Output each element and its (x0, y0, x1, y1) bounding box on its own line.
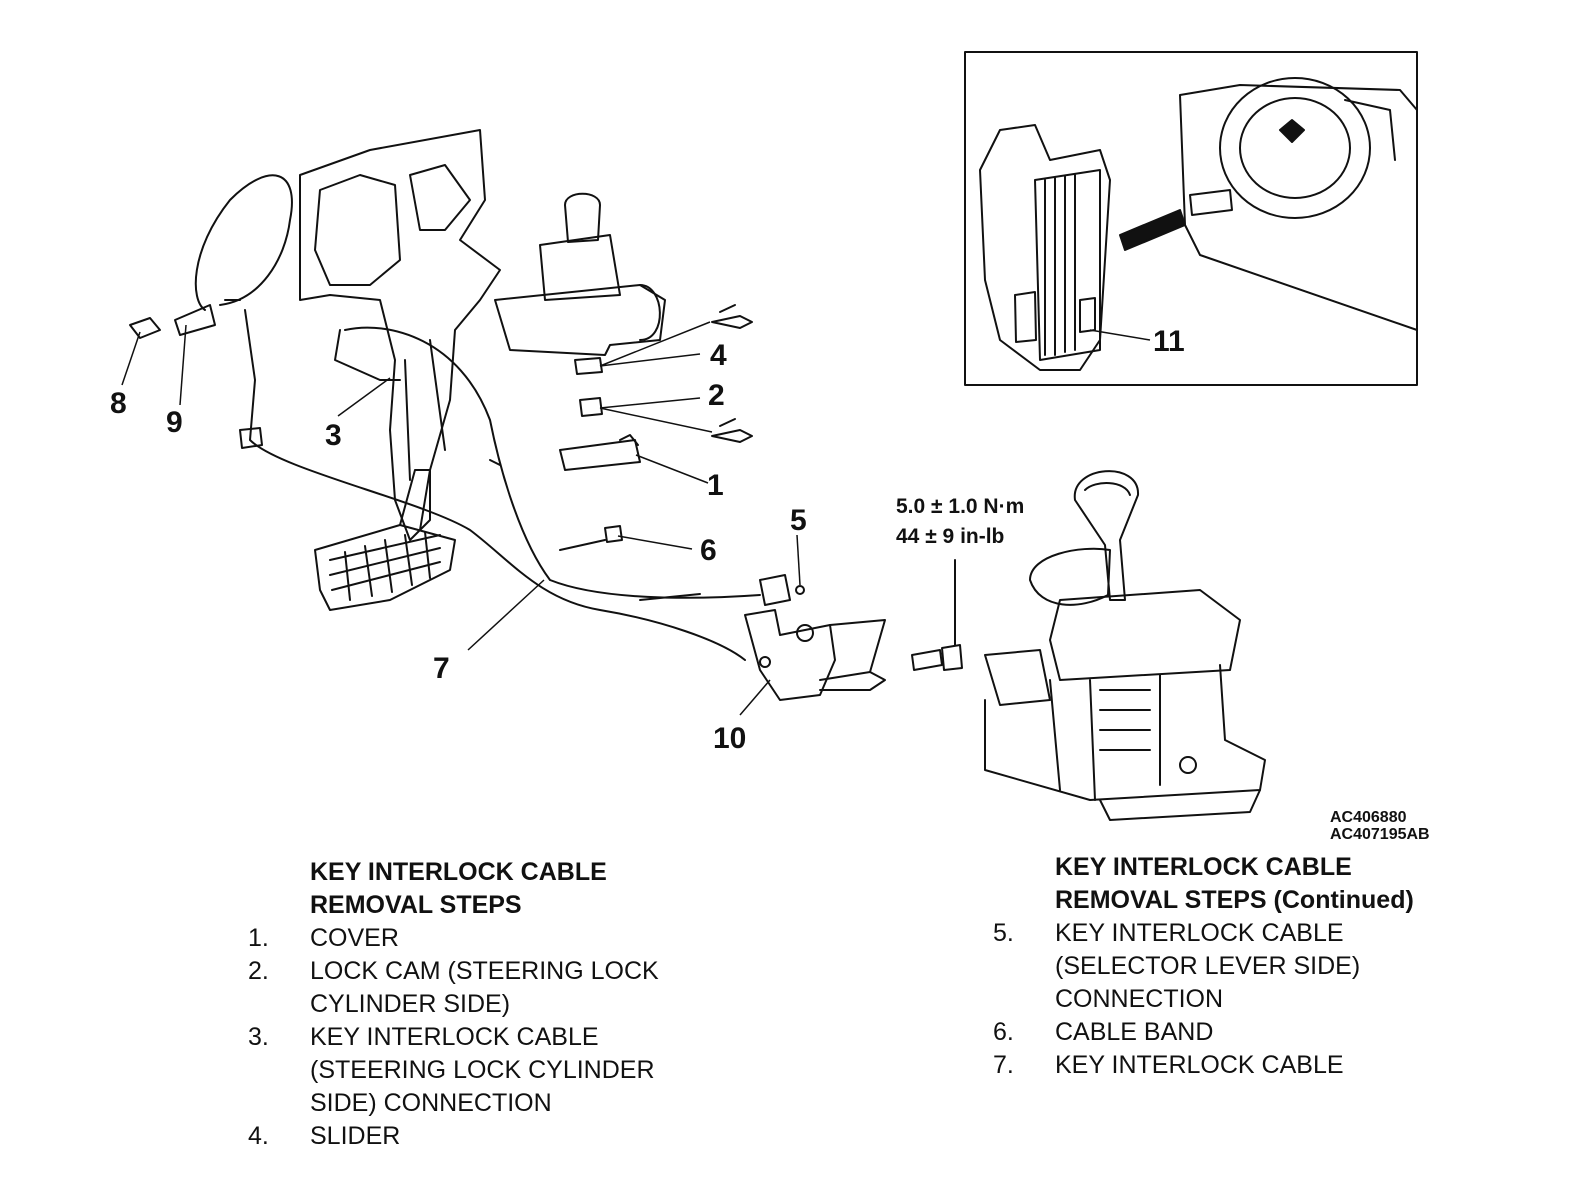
callout-9: 9 (166, 406, 183, 439)
right-steps-title-1: KEY INTERLOCK CABLE (1055, 853, 1352, 881)
part-1-cover (559, 434, 641, 471)
step-number: 2. (248, 957, 269, 985)
callout-5: 5 (790, 504, 807, 537)
part-4-slider (574, 357, 603, 375)
step-number: 1. (248, 924, 269, 952)
cable-7 (239, 309, 761, 661)
step-text: LOCK CAM (STEERING LOCK CYLINDER SIDE) (310, 957, 659, 1018)
list-item: 2. LOCK CAM (STEERING LOCK CYLINDER SIDE) (248, 955, 659, 1021)
callout-6: 6 (700, 534, 717, 567)
inset-pointer (1119, 209, 1186, 251)
grease-icon-2 (711, 418, 753, 443)
callout-2: 2 (708, 379, 725, 412)
step-number: 4. (248, 1122, 269, 1150)
step-number: 7. (993, 1051, 1014, 1079)
callout-1: 1 (707, 469, 724, 502)
callout-11: 11 (1153, 325, 1185, 358)
part-5-connector (759, 574, 805, 606)
right-steps-list: KEY INTERLOCK CABLE REMOVAL STEPS (Conti… (993, 851, 1414, 1082)
callout-7: 7 (433, 652, 450, 685)
grease-icon-1 (711, 304, 753, 329)
step-text: KEY INTERLOCK CABLE (SELECTOR LEVER SIDE… (1055, 919, 1361, 1013)
list-item: 4. SLIDER (248, 1120, 659, 1153)
step-number: 6. (993, 1018, 1014, 1046)
bolt (911, 559, 963, 671)
brake-pedal (314, 469, 456, 611)
step-number: 3. (248, 1023, 269, 1051)
list-item: 1. COVER (248, 922, 659, 955)
callout-8: 8 (110, 387, 127, 420)
part-2-lock-cam (579, 397, 603, 417)
callout-10: 10 (713, 722, 746, 755)
figure-code-1: AC406880 (1330, 809, 1407, 826)
part-10-lock-cam-bracket (744, 609, 886, 701)
figure-code-2: AC407195AB (1330, 826, 1430, 843)
step-text: CABLE BAND (1055, 1018, 1214, 1046)
pedal-bracket (299, 129, 501, 541)
callout-3: 3 (325, 419, 342, 452)
callout-4: 4 (710, 339, 727, 372)
step-text: KEY INTERLOCK CABLE (1055, 1051, 1344, 1079)
left-steps-title-2: REMOVAL STEPS (310, 891, 522, 919)
ecu-module (979, 124, 1111, 371)
steering-wheel-view (1179, 77, 1418, 331)
selector-lever-assembly (984, 470, 1266, 821)
right-steps-title-2: REMOVAL STEPS (Continued) (1055, 886, 1414, 914)
left-steps-title-1: KEY INTERLOCK CABLE (310, 858, 607, 886)
cable-9 (129, 174, 293, 339)
leader-lines (121, 321, 1151, 716)
left-steps-list: KEY INTERLOCK CABLE REMOVAL STEPS 1. COVE… (248, 856, 659, 1153)
torque-spec-metric: 5.0 ± 1.0 N·m (896, 495, 1024, 518)
steering-lock-cylinder (494, 192, 666, 356)
step-text: KEY INTERLOCK CABLE (STEERING LOCK CYLIN… (310, 1023, 655, 1117)
list-item: 5. KEY INTERLOCK CABLE (SELECTOR LEVER SI… (993, 917, 1414, 1016)
part-6-cable-band (559, 525, 623, 551)
step-number: 5. (993, 919, 1014, 947)
list-item: 3. KEY INTERLOCK CABLE (STEERING LOCK CYL… (248, 1021, 659, 1120)
torque-spec-imperial: 44 ± 9 in-lb (896, 525, 1004, 548)
step-text: SLIDER (310, 1122, 401, 1150)
list-item: 7. KEY INTERLOCK CABLE (993, 1049, 1414, 1082)
list-item: 6. CABLE BAND (993, 1016, 1414, 1049)
step-text: COVER (310, 924, 399, 952)
